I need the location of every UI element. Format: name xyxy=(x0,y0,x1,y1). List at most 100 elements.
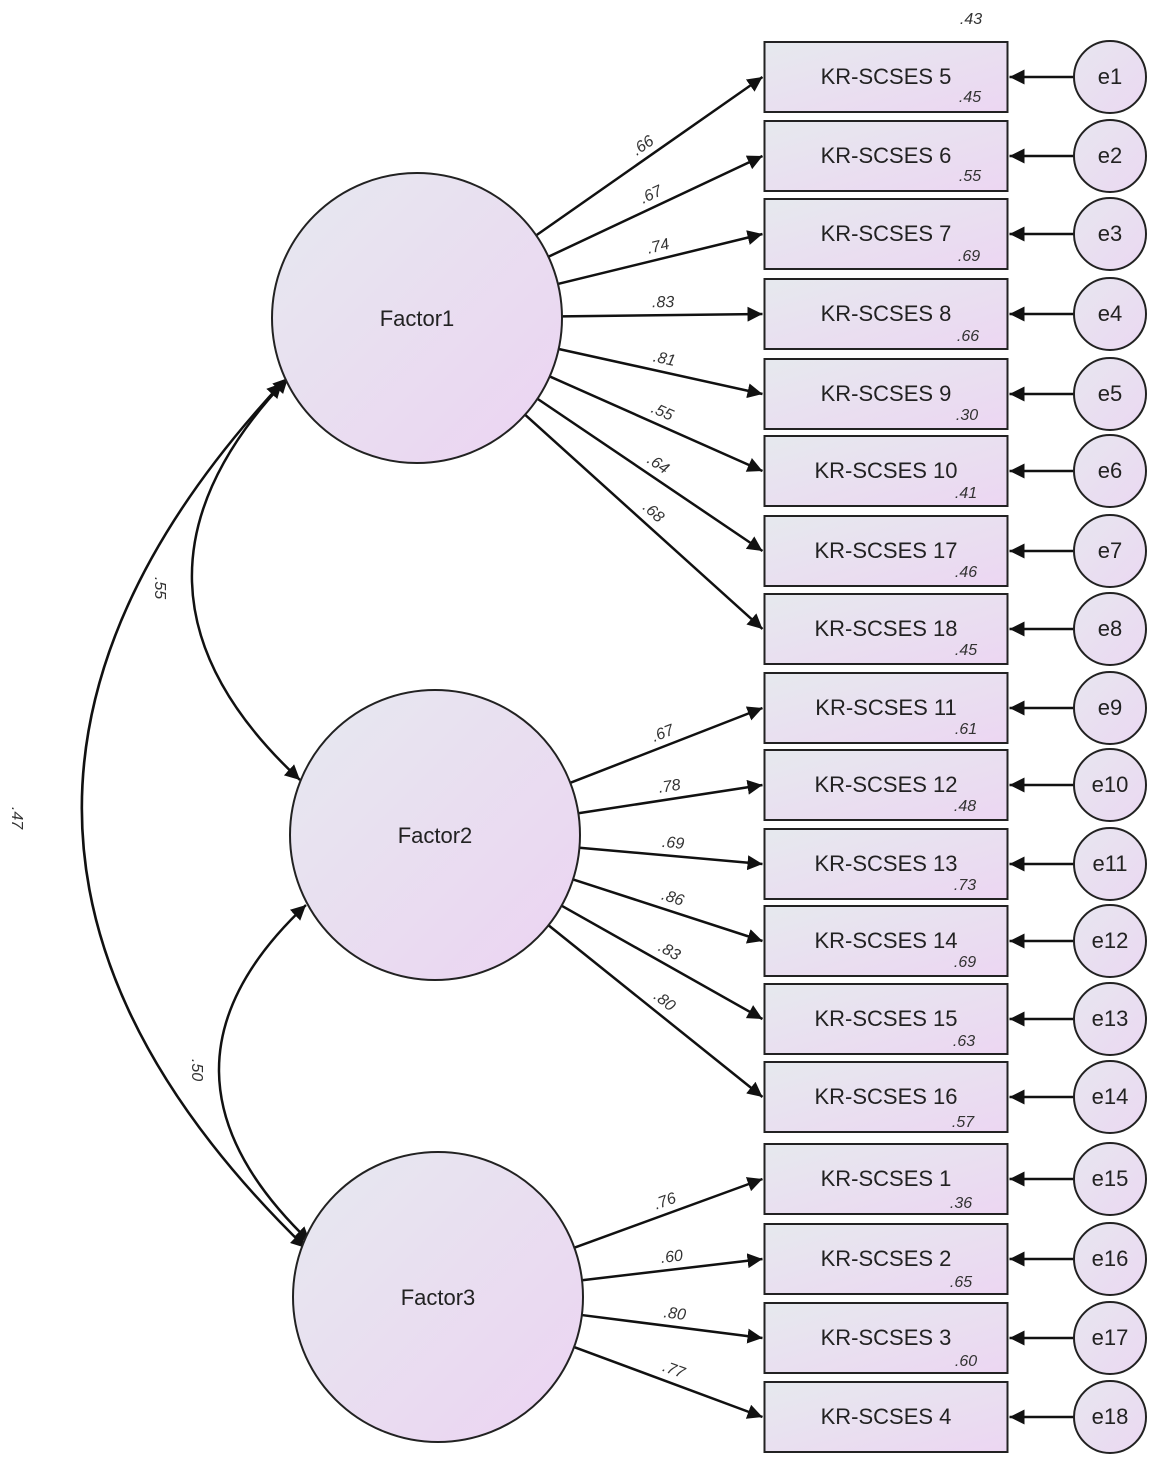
error-label: e1 xyxy=(1098,64,1122,89)
indicator-box xyxy=(763,1143,1009,1215)
error-label: e16 xyxy=(1092,1246,1129,1271)
loading-label: .60 xyxy=(660,1247,684,1266)
error-circle xyxy=(1073,277,1147,351)
error-label: e14 xyxy=(1092,1084,1129,1109)
loading-path xyxy=(573,1345,763,1419)
error-label: e17 xyxy=(1092,1325,1129,1350)
loading-label: .81 xyxy=(652,349,677,370)
indicator-label: KR-SCSES 3 xyxy=(821,1325,952,1350)
r-squared-label: .69 xyxy=(958,248,980,265)
loading-path xyxy=(536,397,764,553)
indicator-label: KR-SCSES 17 xyxy=(814,538,957,563)
indicator-box xyxy=(763,1302,1009,1374)
indicator-label: KR-SCSES 7 xyxy=(821,221,952,246)
indicator-label: KR-SCSES 11 xyxy=(815,695,956,720)
r-squared-label: .36 xyxy=(950,1195,972,1212)
indicator-label: KR-SCSES 2 xyxy=(821,1246,952,1271)
loading-path xyxy=(560,904,764,1021)
error-label: e4 xyxy=(1098,301,1122,326)
indicator-label: KR-SCSES 14 xyxy=(814,928,957,953)
loading-path xyxy=(547,924,764,1098)
indicator-box xyxy=(763,983,1009,1055)
error-circle xyxy=(1073,904,1147,978)
error-circle xyxy=(1073,434,1147,508)
r-squared-label: .60 xyxy=(955,1353,977,1370)
indicator-label: KR-SCSES 10 xyxy=(814,458,957,483)
error-circle xyxy=(1073,1301,1147,1375)
error-label: e11 xyxy=(1092,851,1127,876)
covariance-path xyxy=(217,904,311,1243)
r-squared-label: .61 xyxy=(955,721,977,738)
loading-path xyxy=(561,306,763,322)
error-circle xyxy=(1073,119,1147,193)
error-circle xyxy=(1073,671,1147,745)
r-squared-label: .43 xyxy=(960,11,982,28)
indicator-box xyxy=(763,593,1009,665)
covariance-label: .47 xyxy=(8,807,25,830)
error-label: e12 xyxy=(1092,928,1129,953)
error-circle xyxy=(1073,1142,1147,1216)
indicator-box xyxy=(763,515,1009,587)
indicator-label: KR-SCSES 15 xyxy=(814,1006,957,1031)
error-circle xyxy=(1073,1060,1147,1134)
loading-label: .74 xyxy=(645,236,671,258)
loading-path xyxy=(579,846,763,871)
loading-label: .83 xyxy=(652,294,675,311)
error-label: e13 xyxy=(1092,1006,1129,1031)
factor-1-circle xyxy=(271,172,563,464)
r-squared-label: .41 xyxy=(955,485,977,502)
loading-path xyxy=(558,347,763,399)
error-label: e18 xyxy=(1092,1404,1129,1429)
error-circle xyxy=(1073,40,1147,114)
error-label: e10 xyxy=(1092,772,1129,797)
indicator-label: KR-SCSES 16 xyxy=(814,1084,957,1109)
covariance-path xyxy=(80,382,307,1249)
indicator-box xyxy=(763,120,1009,192)
loading-label: .80 xyxy=(663,1304,687,1324)
loading-path xyxy=(572,878,763,944)
indicator-box xyxy=(763,1381,1009,1453)
error-label: e9 xyxy=(1098,695,1122,720)
r-squared-label: .45 xyxy=(955,642,977,659)
indicator-box xyxy=(763,828,1009,900)
indicator-box xyxy=(763,278,1009,350)
covariance-label: .55 xyxy=(151,577,168,599)
indicator-label: KR-SCSES 4 xyxy=(821,1404,952,1429)
loading-path xyxy=(547,154,764,258)
error-circle xyxy=(1073,514,1147,588)
error-label: e6 xyxy=(1098,458,1122,483)
loading-label: .77 xyxy=(660,1358,688,1382)
error-circle xyxy=(1073,827,1147,901)
r-squared-label: .69 xyxy=(954,954,976,971)
r-squared-label: .73 xyxy=(954,877,976,894)
error-circle xyxy=(1073,982,1147,1056)
error-circle xyxy=(1073,592,1147,666)
indicator-label: KR-SCSES 1 xyxy=(821,1166,952,1191)
loading-label: .78 xyxy=(657,777,682,797)
factor-1-label: Factor1 xyxy=(380,306,455,331)
indicator-box xyxy=(763,435,1009,507)
error-circle xyxy=(1073,748,1147,822)
indicator-box xyxy=(763,749,1009,821)
covariance-path xyxy=(190,377,301,781)
loading-path xyxy=(535,75,764,237)
error-label: e7 xyxy=(1098,538,1122,563)
indicator-box xyxy=(763,198,1009,270)
r-squared-label: .63 xyxy=(953,1033,975,1050)
indicator-box xyxy=(763,1223,1009,1295)
indicator-box xyxy=(763,672,1009,744)
error-label: e8 xyxy=(1098,616,1122,641)
r-squared-label: .57 xyxy=(952,1114,975,1131)
loading-path xyxy=(578,779,763,815)
factor-3-label: Factor3 xyxy=(401,1285,476,1310)
error-label: e3 xyxy=(1098,221,1122,246)
error-label: e2 xyxy=(1098,143,1122,168)
r-squared-label: .48 xyxy=(954,798,976,815)
loading-path xyxy=(524,413,764,630)
indicator-label: KR-SCSES 13 xyxy=(814,851,957,876)
indicator-box xyxy=(763,358,1009,430)
r-squared-label: .30 xyxy=(956,407,978,424)
error-circle xyxy=(1073,1380,1147,1454)
loading-label: .69 xyxy=(661,834,685,853)
indicator-label: KR-SCSES 12 xyxy=(814,772,957,797)
